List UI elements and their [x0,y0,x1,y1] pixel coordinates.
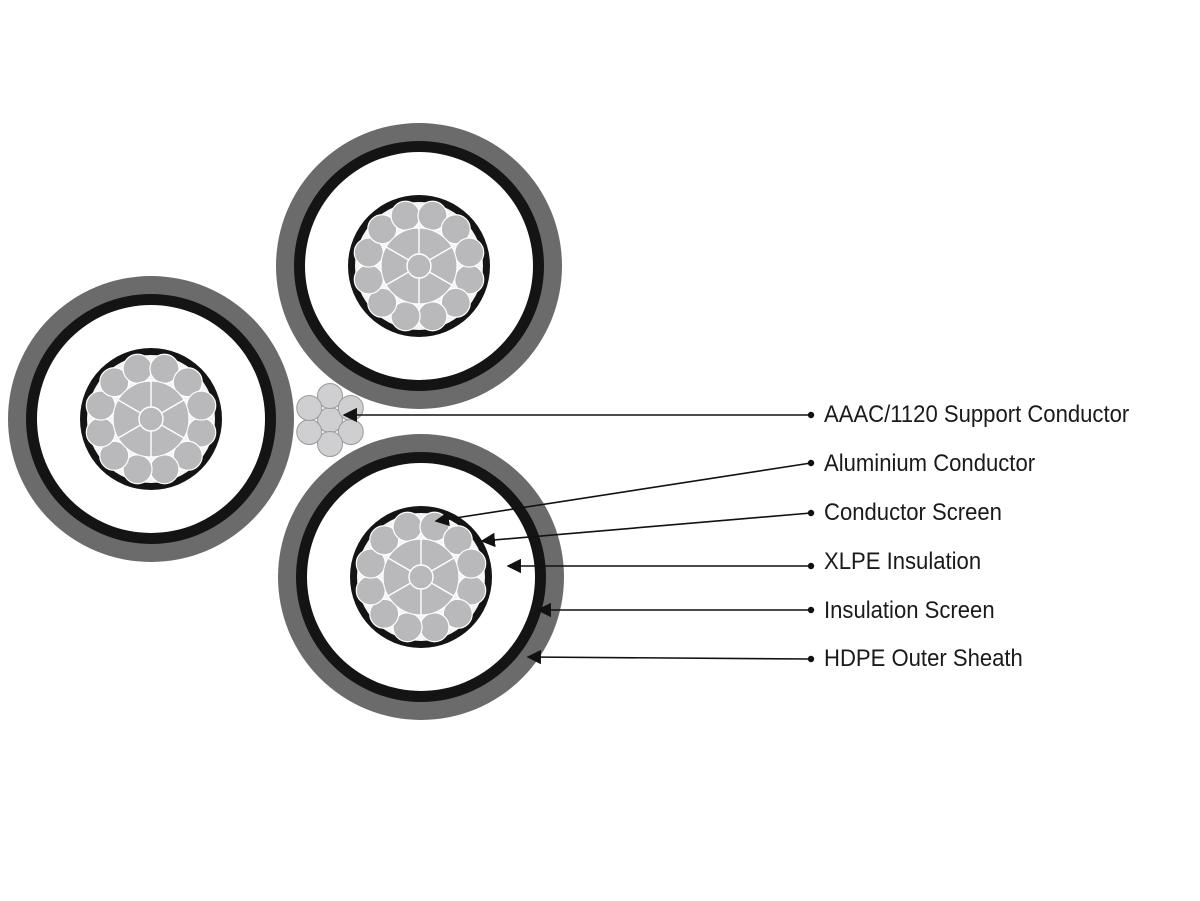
leader-dot [807,509,815,517]
strand-divider [161,399,185,414]
outer-strand [353,264,384,295]
outer-strand [390,200,421,231]
support-strand [296,395,323,421]
outer-strand [99,367,130,398]
strand-divider [387,557,411,572]
leader-line [526,649,812,665]
cable-core-3 [278,434,564,720]
outer-strand [417,301,448,332]
outer-strand [440,214,471,245]
strand-divider [117,399,141,414]
outer-strand [172,367,203,398]
support-strand [317,431,343,457]
outer-strand [99,440,130,471]
support-conductor [296,383,364,457]
strand-divider [429,246,453,261]
support-strand [337,395,364,421]
outer-strand [456,548,487,579]
label-hdpe-outer-sheath: HDPE Outer Sheath [824,645,1023,672]
label-support-conductor: AAAC/1120 Support Conductor [824,401,1130,428]
leader-dot [807,459,815,467]
leader-line [434,462,812,527]
outer-strand [355,575,386,606]
strand-divider [117,424,141,439]
strand-divider [385,246,409,261]
strand-divider [431,557,455,572]
centre-strand [406,253,432,279]
label-insulation-screen: Insulation Screen [824,597,995,624]
leader-hdpe-outer-sheath [526,649,815,665]
leader-dot [807,606,815,614]
label-conductor-screen: Conductor Screen [824,499,1002,526]
support-strand [317,383,343,409]
outer-strand [172,440,203,471]
leader-dot [807,655,815,663]
outer-strand [149,454,180,485]
strand-divider [387,582,411,597]
leader-lines [342,407,815,665]
leader-support-conductor [342,407,815,423]
cable-cores [8,123,564,720]
strand-divider [161,424,185,439]
outer-strand [442,525,473,556]
outer-strand [369,525,400,556]
outer-strand [186,390,217,421]
outer-strand [367,287,398,318]
leader-insulation-screen [536,602,815,618]
leader-aluminium-conductor [434,459,815,527]
strand-divider [385,271,409,286]
leader-dot [807,411,815,419]
strand-divider [429,271,453,286]
cable-core-2 [8,276,294,562]
outer-strand [454,237,485,268]
outer-strand [442,598,473,629]
leader-dot [807,562,815,570]
outer-strand [367,214,398,245]
label-xlpe-insulation: XLPE Insulation [824,548,982,575]
outer-strand [122,353,153,384]
outer-strand [440,287,471,318]
leader-line [480,512,812,548]
centre-strand [138,406,164,432]
outer-strand [85,417,116,448]
strand-divider [431,582,455,597]
cable-core-1 [276,123,562,409]
centre-strand [408,564,434,590]
leader-xlpe-insulation [506,558,815,574]
label-aluminium-conductor: Aluminium Conductor [824,450,1036,477]
outer-strand [369,598,400,629]
outer-strand [392,511,423,542]
support-strand [296,419,323,445]
outer-strand [419,612,450,643]
leader-conductor-screen [480,509,815,548]
